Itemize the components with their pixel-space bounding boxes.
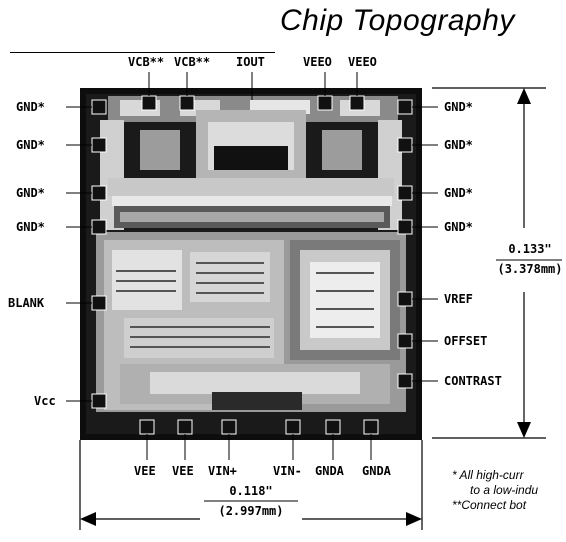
height-inches: 0.133" (508, 242, 552, 256)
die-image (80, 88, 422, 440)
pin-label-gnda-1: GNDA (315, 464, 344, 478)
pin-label-gnd-right-3: GND* (444, 186, 473, 200)
width-mm: (2.997mm) (218, 504, 284, 518)
pin-label-vee-2: VEE (172, 464, 194, 478)
note-low-inductance: to a low-indu (470, 483, 539, 497)
pin-label-gnd-right-1: GND* (444, 100, 473, 114)
pin-label-gnd-left-4: GND* (16, 220, 45, 234)
pin-label-offset: OFFSET (444, 334, 488, 348)
height-mm: (3.378mm) (497, 262, 563, 276)
width-inches: 0.118" (229, 484, 273, 498)
height-dimension (432, 87, 562, 439)
note-high-current: * All high-curr (452, 468, 524, 482)
page-title: Chip Topography (280, 4, 515, 37)
pin-label-vcb-1: VCB** (128, 55, 165, 69)
pin-label-iout: IOUT (236, 55, 265, 69)
pin-label-contrast: CONTRAST (444, 374, 502, 388)
note-connect-both: **Connect bot (452, 498, 527, 512)
pin-label-gnd-right-4: GND* (444, 220, 473, 234)
pin-label-vcb-2: VCB** (174, 55, 211, 69)
pin-label-vin-plus: VIN+ (208, 464, 237, 478)
pin-label-gnd-left-1: GND* (16, 100, 45, 114)
pin-label-vin-minus: VIN- (273, 464, 302, 478)
pin-label-gnd-left-3: GND* (16, 186, 45, 200)
pin-label-veeo-2: VEEO (348, 55, 377, 69)
title-underline (10, 52, 275, 53)
width-dimension (79, 440, 423, 530)
pin-label-vcc: Vcc (34, 394, 56, 408)
pin-label-gnda-2: GNDA (362, 464, 391, 478)
pin-label-vref: VREF (444, 292, 473, 306)
pin-label-vee-1: VEE (134, 464, 156, 478)
pin-label-veeo-1: VEEO (303, 55, 332, 69)
pin-label-blank: BLANK (8, 296, 45, 310)
leader-lines (66, 72, 438, 460)
pin-label-gnd-left-2: GND* (16, 138, 45, 152)
pin-label-gnd-right-2: GND* (444, 138, 473, 152)
